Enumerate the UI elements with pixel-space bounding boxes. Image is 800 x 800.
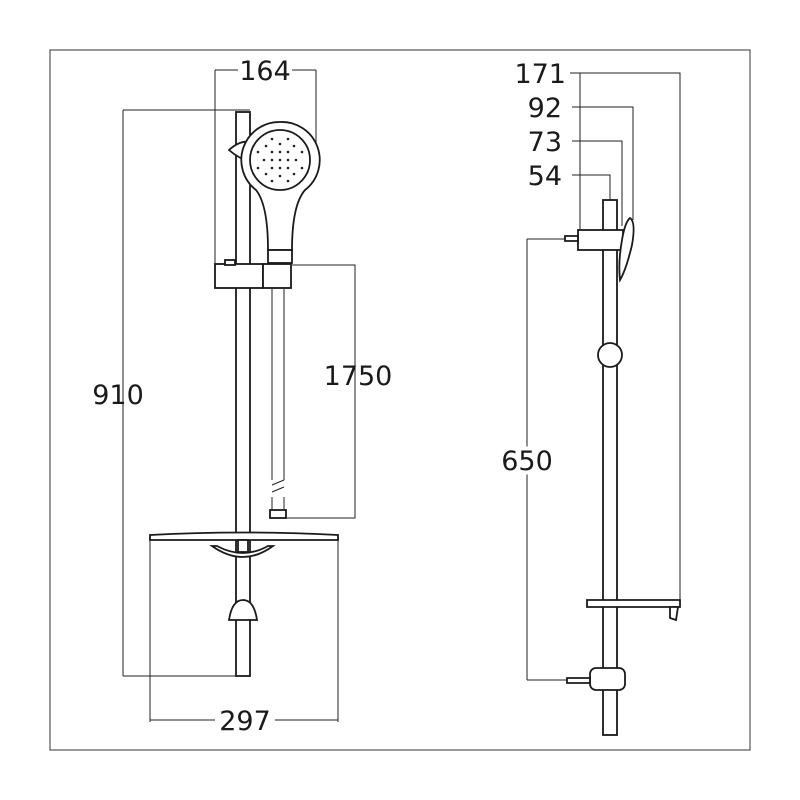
dimension-164: 164 (214, 56, 317, 275)
side-view: 171 92 73 54 650 (497, 59, 681, 736)
top-bracket-side (577, 229, 624, 251)
hand-shower-side (618, 216, 635, 283)
dimension-label-head-face: 73 (528, 127, 562, 158)
dimension-label-hose-length: 1750 (324, 361, 393, 392)
dimension-label-head-width: 164 (239, 56, 291, 87)
dimension-297: 297 (149, 540, 339, 737)
dimension-92: 92 (528, 93, 634, 220)
shower-hose (269, 288, 287, 519)
hand-shower (227, 121, 321, 264)
dimension-label-rail-height: 910 (92, 380, 144, 411)
dimension-73: 73 (528, 127, 623, 226)
top-screw (564, 235, 579, 242)
front-view: 910 164 (92, 56, 392, 737)
dimension-label-total-projection: 171 (514, 59, 566, 90)
dimension-1750: 1750 (286, 264, 393, 519)
dimension-label-head-projection: 92 (528, 93, 562, 124)
dimension-label-rail-offset: 54 (528, 161, 562, 192)
dimension-label-bracket-spacing: 650 (501, 446, 553, 477)
bottom-screw (566, 677, 591, 684)
slider-holder (214, 259, 292, 289)
soap-shelf-side (586, 599, 681, 622)
shower-rail (235, 111, 251, 677)
soap-shelf (149, 531, 339, 621)
dimension-label-shelf-width: 297 (219, 706, 271, 737)
shower-rail-side (602, 199, 618, 736)
dimension-54: 54 (528, 161, 611, 200)
dimension-650: 650 (497, 238, 568, 681)
dimension-910: 910 (92, 109, 250, 677)
slider-knob-side (597, 342, 623, 368)
bottom-bracket-side (589, 667, 626, 691)
spray-nozzles (256, 137, 304, 183)
wall-bracket (227, 599, 259, 621)
dimension-171: 171 (514, 59, 681, 600)
drawing-frame (49, 49, 751, 751)
